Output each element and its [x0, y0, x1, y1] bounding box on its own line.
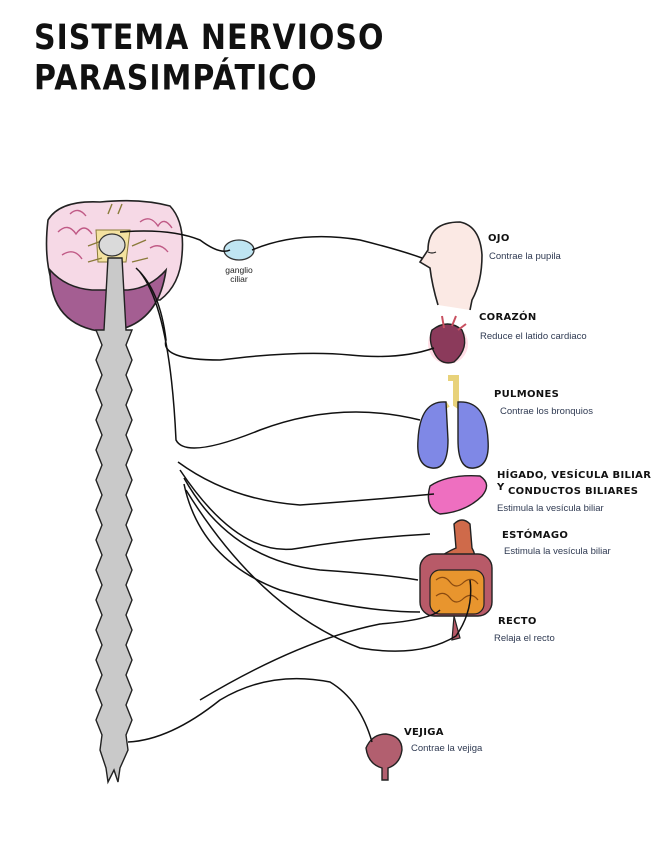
- organ-desc-estomago: Estimula la vesícula biliar: [504, 546, 611, 557]
- organ-name-higado-line2: CONDUCTOS BILIARES: [508, 486, 639, 497]
- ganglion-label: ganglio ciliar: [214, 266, 264, 284]
- organ-desc-pulmones: Contrae los bronquios: [500, 406, 593, 417]
- organ-desc-recto: Relaja el recto: [494, 633, 555, 644]
- organ-name-recto: RECTO: [498, 616, 537, 627]
- brainstem-nerves: [87, 203, 149, 263]
- organ-name-ojo: OJO: [488, 233, 510, 244]
- organ-desc-corazon: Reduce el latido cardiaco: [480, 331, 587, 342]
- spinal-cord: [94, 257, 134, 785]
- ganglion-label-line1: ganglio: [225, 265, 253, 275]
- organ-name-higado: HÍGADO, VESÍCULA BILIAR Y: [497, 470, 652, 493]
- heart: [428, 315, 468, 364]
- liver: [427, 475, 488, 515]
- page-title: SISTEMA NERVIOSO PARASIMPÁTICO: [34, 18, 385, 99]
- organ-desc-vejiga: Contrae la vejiga: [411, 743, 483, 754]
- nerves: [119, 230, 472, 743]
- face: [418, 221, 483, 311]
- ganglion-label-line2: ciliar: [230, 274, 248, 284]
- organ-name-vejiga: VEJIGA: [404, 727, 444, 738]
- ganglion-ciliar: [223, 239, 255, 261]
- organ-name-pulmones: PULMONES: [494, 389, 560, 400]
- organ-name-corazon: CORAZÓN: [479, 312, 537, 323]
- bladder: [365, 733, 403, 781]
- organ-name-estomago: ESTÓMAGO: [502, 530, 569, 541]
- organ-desc-ojo: Contrae la pupila: [489, 251, 561, 262]
- lungs: [417, 375, 489, 469]
- organ-desc-higado: Estimula la vesícula biliar: [497, 503, 604, 514]
- intestines: [419, 553, 493, 641]
